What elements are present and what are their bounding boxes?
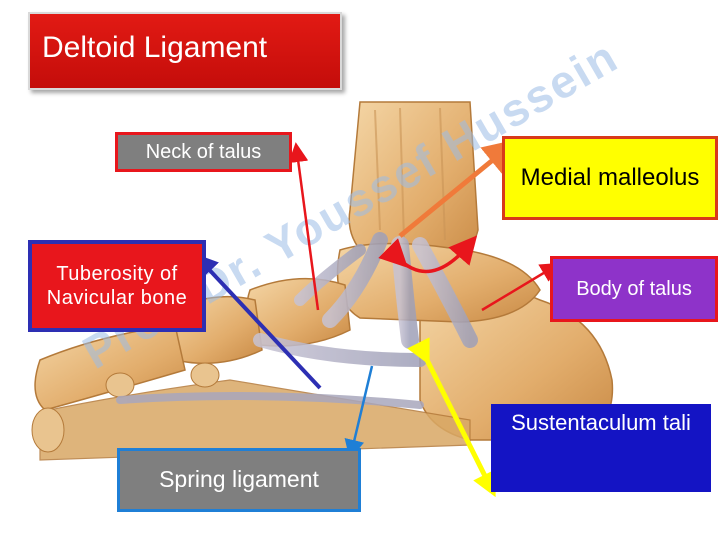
label-body-of-talus: Body of talus <box>550 256 718 322</box>
label-neck-of-talus: Neck of talus <box>115 132 292 172</box>
label-sustentaculum-tali: Sustentaculum tali <box>491 404 711 492</box>
arrow-sustentaculum-tali <box>407 337 496 498</box>
metatarsal-bones <box>34 324 186 411</box>
arrow-neck-of-talus <box>288 142 320 311</box>
arrow-spring-ligament <box>344 365 374 460</box>
arrow-body-of-talus <box>481 262 561 312</box>
label-tuberosity-of-navicular: Tuberosity of Navicular bone <box>28 240 206 332</box>
label-spring-ligament: Spring ligament <box>117 448 361 512</box>
arrow-tuberosity-navicular <box>193 253 322 390</box>
arrow-deltoid-arc <box>378 235 478 274</box>
arrow-medial-malleolus <box>398 138 519 238</box>
label-medial-malleolus: Medial malleolus <box>502 136 718 220</box>
page-title: Deltoid Ligament <box>28 12 342 90</box>
